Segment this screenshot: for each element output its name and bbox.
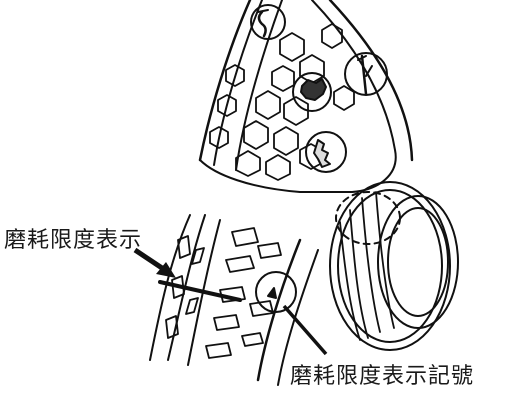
wear-indicator-label: 磨耗限度表示 (4, 228, 143, 253)
hex-tread-pattern (209, 23, 355, 181)
closeup-tread-section (149, 214, 319, 386)
tire-highlight-circle (335, 191, 401, 245)
whole-tire (329, 181, 459, 351)
wear-indicator-mark-label: 磨耗限度表示記號 (290, 364, 475, 389)
top-tread-section (198, 0, 414, 193)
nail-icon (250, 4, 286, 40)
arrow-icon (133, 247, 176, 278)
mark-leader-line (282, 304, 328, 356)
wire-icon (344, 52, 388, 96)
debris-icon (305, 131, 347, 173)
stone-icon (292, 72, 332, 112)
tire-tread-lines (339, 191, 395, 341)
closeup-tread-blocks (165, 227, 282, 359)
